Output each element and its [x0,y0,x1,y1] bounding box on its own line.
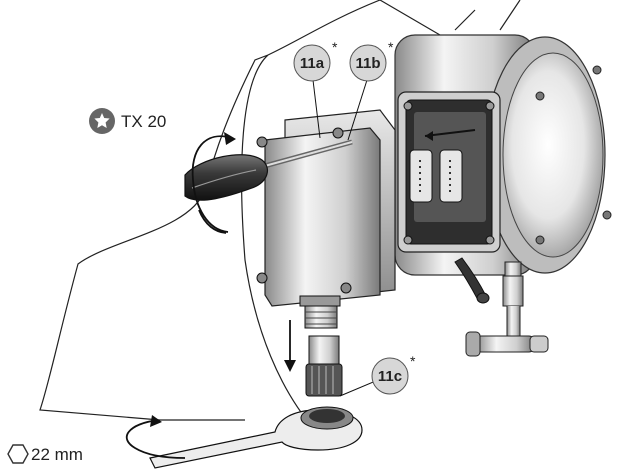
housing-screw [592,65,602,75]
leader-line-11a [312,79,321,139]
sub-d-connector [439,149,463,203]
screwdriver [184,139,353,201]
cable-plug [305,335,343,397]
housing-screw [535,235,545,245]
rotation-arrow-wrench [125,415,186,459]
wrench-size-label: 22 mm [31,445,83,464]
down-arrow [284,320,296,372]
box-screw [256,136,268,148]
svg-text:*: * [410,353,416,369]
rotation-arrow-screwdriver [191,132,236,234]
svg-text:*: * [332,39,338,55]
callout-11a: 11a * [293,39,338,82]
background-outline [39,0,521,431]
wrench [149,406,363,469]
housing-screw [602,210,612,220]
terminal-box [256,109,396,329]
svg-text:11b: 11b [355,55,380,72]
callout-11c: 11c * [371,353,416,395]
box-screw [340,282,352,294]
tool-size-label: TX 20 [121,112,166,131]
connector-panel [397,91,501,253]
svg-text:11c: 11c [378,368,402,385]
svg-text:*: * [388,39,394,55]
housing-screw [535,91,545,101]
cable-fitting [465,261,549,357]
leader-line-11b [347,79,368,141]
torx-icon [89,108,115,134]
box-screw [332,127,344,139]
sub-d-connector [409,149,433,203]
leader-line-11c [339,379,379,397]
hex-icon [7,444,29,464]
svg-text:11a: 11a [300,55,325,72]
box-screw [256,272,268,284]
callout-11b: 11b * [349,39,394,82]
